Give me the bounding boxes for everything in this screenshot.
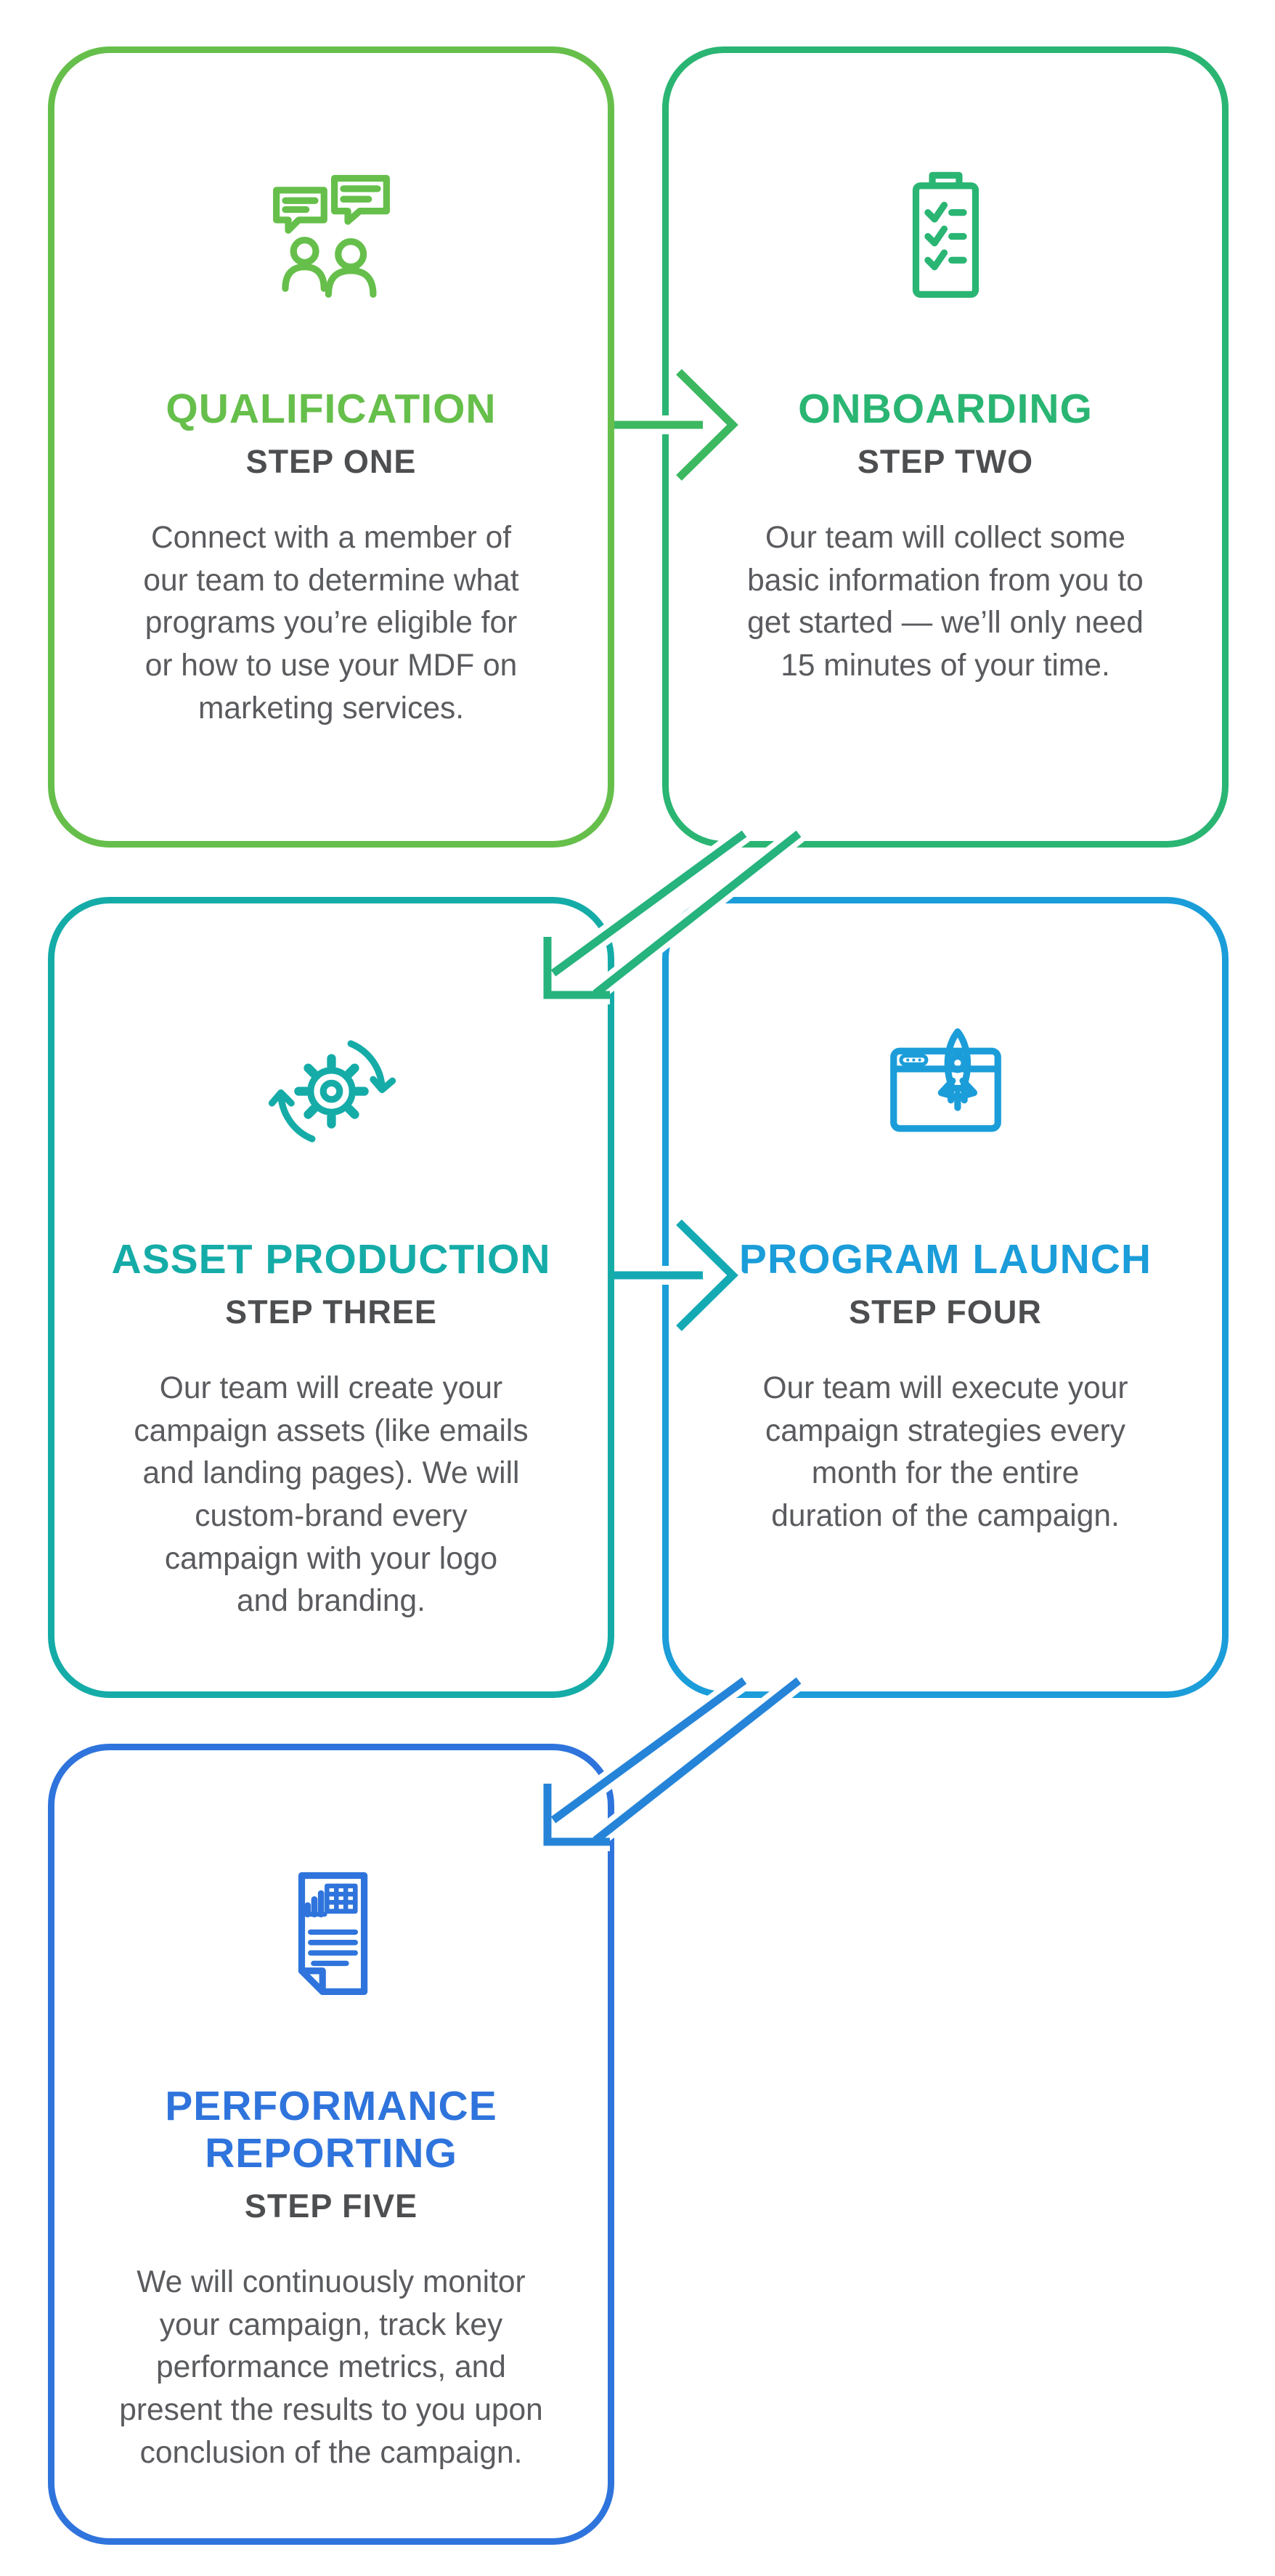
step-label: STEP THREE — [225, 1293, 437, 1330]
report-document-icon — [257, 1858, 406, 2012]
card-title: QUALIFICATION — [166, 386, 497, 432]
card-title: ASSET PRODUCTION — [111, 1236, 551, 1283]
card-body-text: Our team will execute your campaign stra… — [762, 1370, 1128, 1533]
card-step-two: ONBOARDING STEP TWO Our team will collec… — [662, 46, 1229, 848]
step-label: STEP ONE — [245, 442, 417, 480]
gear-sync-icon — [257, 1011, 406, 1165]
card-title: PROGRAM LAUNCH — [738, 1236, 1152, 1283]
card-body-text: Our team will create your campaign asset… — [134, 1370, 529, 1619]
card-title: ONBOARDING — [798, 386, 1093, 432]
card-step-four: PROGRAM LAUNCH STEP FOUR Our team will e… — [662, 897, 1229, 1698]
checklist-clipboard-icon — [871, 161, 1020, 314]
rocket-launch-browser-icon — [871, 1011, 1020, 1165]
card-step-five: PERFORMANCE REPORTING STEP FIVE We will … — [48, 1744, 614, 2545]
step-label: STEP FOUR — [849, 1293, 1042, 1330]
card-body-text: Our team will collect some basic informa… — [747, 520, 1144, 683]
card-step-one: QUALIFICATION STEP ONE Connect with a me… — [48, 46, 614, 848]
step-label: STEP FIVE — [244, 2187, 418, 2224]
card-step-three: ASSET PRODUCTION STEP THREE Our team wil… — [48, 897, 614, 1698]
card-body-text: Connect with a member of our team to det… — [143, 520, 519, 726]
card-title: PERFORMANCE REPORTING — [165, 2083, 497, 2177]
card-body-text: We will continuously monitor your campai… — [119, 2264, 543, 2470]
conversation-icon — [257, 161, 406, 314]
step-label: STEP TWO — [857, 442, 1034, 480]
